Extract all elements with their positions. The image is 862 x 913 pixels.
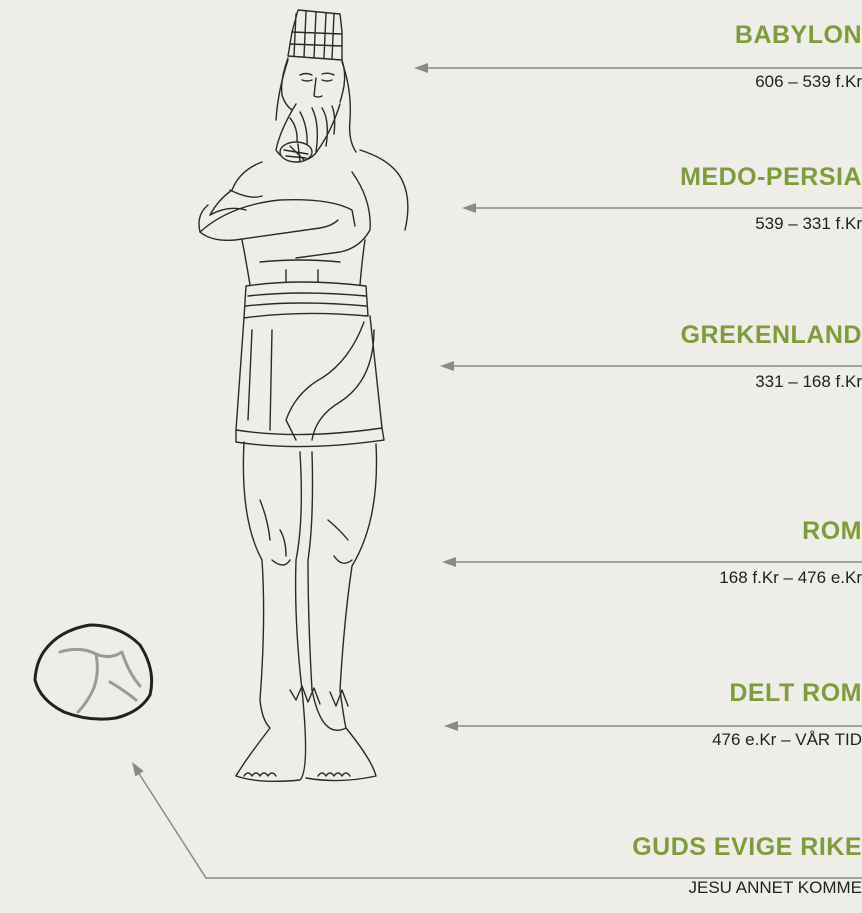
kingdom-name: GREKENLAND bbox=[681, 320, 862, 350]
kingdom-label: ROM 168 f.Kr – 476 e.Kr bbox=[719, 516, 862, 588]
arrowhead bbox=[444, 721, 458, 731]
kingdom-label: GUDS EVIGE RIKE JESU ANNET KOMME bbox=[632, 832, 862, 898]
kingdom-period: JESU ANNET KOMME bbox=[632, 878, 862, 898]
arrowhead bbox=[132, 762, 144, 776]
kingdom-name: ROM bbox=[719, 516, 862, 546]
kingdom-name: DELT ROM bbox=[712, 678, 862, 708]
arrowhead bbox=[414, 63, 428, 73]
arrowhead bbox=[440, 361, 454, 371]
kingdom-label: GREKENLAND 331 – 168 f.Kr bbox=[681, 320, 862, 392]
arrowhead bbox=[442, 557, 456, 567]
statue-figure bbox=[199, 10, 408, 781]
kingdom-name: BABYLON bbox=[735, 20, 862, 50]
kingdom-label: BABYLON 606 – 539 f.Kr bbox=[735, 20, 862, 92]
kingdom-period: 539 – 331 f.Kr bbox=[680, 214, 862, 234]
arrowhead bbox=[462, 203, 476, 213]
kingdom-period: 606 – 539 f.Kr bbox=[735, 72, 862, 92]
kingdom-period: 168 f.Kr – 476 e.Kr bbox=[719, 568, 862, 588]
kingdom-label: MEDO-PERSIA 539 – 331 f.Kr bbox=[680, 162, 862, 234]
stone bbox=[35, 625, 152, 719]
kingdom-label: DELT ROM 476 e.Kr – VÅR TID bbox=[712, 678, 862, 750]
kingdom-period: 476 e.Kr – VÅR TID bbox=[712, 730, 862, 750]
kingdom-period: 331 – 168 f.Kr bbox=[681, 372, 862, 392]
kingdom-name: GUDS EVIGE RIKE bbox=[632, 832, 862, 862]
kingdom-name: MEDO-PERSIA bbox=[680, 162, 862, 192]
